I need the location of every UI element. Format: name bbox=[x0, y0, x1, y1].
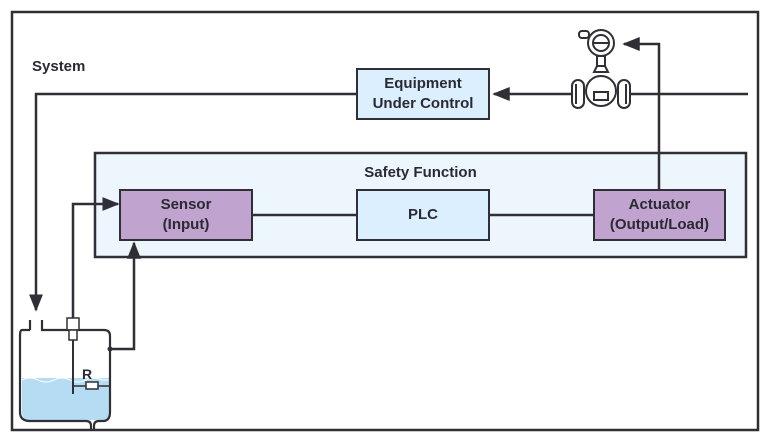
probe-to-sensor-line bbox=[71, 197, 120, 318]
sensor-block: Sensor (Input) bbox=[119, 189, 253, 241]
sensor-label: Sensor (Input) bbox=[160, 196, 212, 233]
safety-function-label: Safety Function bbox=[364, 164, 477, 181]
actuator-block: Actuator (Output/Load) bbox=[593, 189, 726, 241]
flow-meter-icon bbox=[571, 29, 631, 109]
equipment-to-tank-line bbox=[29, 92, 356, 312]
tank-icon bbox=[18, 317, 113, 430]
plc-label: PLC bbox=[408, 206, 438, 223]
plc-block: PLC bbox=[356, 189, 490, 241]
actuator-to-valve-line bbox=[622, 37, 661, 190]
system-label: System bbox=[32, 58, 86, 75]
resistor-label: R bbox=[82, 366, 93, 382]
resistor-icon bbox=[85, 381, 99, 390]
tank-to-sensor-line bbox=[110, 241, 141, 351]
equipment-under-control-block: Equipment Under Control bbox=[356, 68, 490, 120]
actuator-label: Actuator (Output/Load) bbox=[609, 196, 710, 233]
system-boundary bbox=[10, 10, 760, 432]
equipment-label: Equipment Under Control bbox=[372, 75, 474, 112]
